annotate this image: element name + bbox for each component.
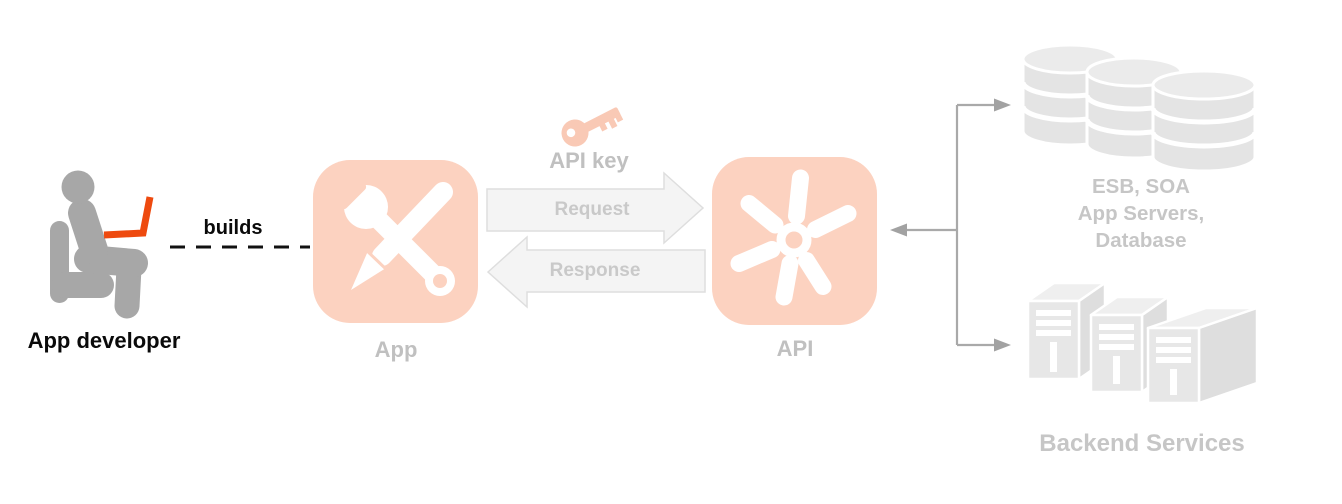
- server-tower: [1089, 295, 1170, 394]
- api-gear-ring: [776, 222, 812, 258]
- arrowhead-to-api: [890, 223, 907, 237]
- laptop-icon: [103, 196, 154, 239]
- pencil-tip-gap: [363, 247, 390, 273]
- response-arrow: [486, 235, 706, 309]
- api-key-label: API key: [549, 148, 629, 173]
- app-icon: [313, 160, 478, 323]
- esb-line-3: Database: [1095, 229, 1187, 252]
- app-developer-label: App developer: [27, 328, 181, 353]
- esb-line-2: App Servers,: [1077, 202, 1205, 225]
- servers-icon: [1026, 281, 1259, 405]
- pencil-body: [372, 182, 453, 266]
- wrench-ring-hole: [433, 274, 447, 288]
- person-head: [61, 170, 95, 204]
- app-developer-icon: [50, 170, 154, 319]
- chair-seat: [52, 272, 114, 298]
- api-icon: [712, 157, 877, 325]
- request-label: Request: [554, 199, 630, 220]
- api-label: API: [776, 336, 814, 361]
- arrowhead-to-databases: [994, 98, 1011, 112]
- response-label: Response: [549, 260, 641, 281]
- backend-connector-lines: [906, 103, 995, 347]
- esb-soa-label: ESB, SOA App Servers, Database: [1078, 173, 1204, 254]
- app-label: App: [374, 337, 418, 362]
- arrowhead-to-servers: [994, 338, 1011, 352]
- api-key-icon: [561, 107, 624, 147]
- server-tower: [1146, 306, 1259, 405]
- wrench-notch: [329, 172, 367, 210]
- builds-label: builds: [203, 217, 263, 239]
- api-gear-spokes: [730, 169, 857, 306]
- backend-services-label: Backend Services: [1039, 430, 1245, 457]
- person-torso: [68, 199, 108, 264]
- esb-line-1: ESB, SOA: [1092, 175, 1190, 198]
- key-hole: [566, 128, 576, 138]
- backend-connector-arrowheads: [890, 98, 1011, 352]
- databases-icon: [1020, 43, 1258, 173]
- database-cylinder: [1150, 69, 1258, 173]
- request-arrow: [486, 171, 705, 245]
